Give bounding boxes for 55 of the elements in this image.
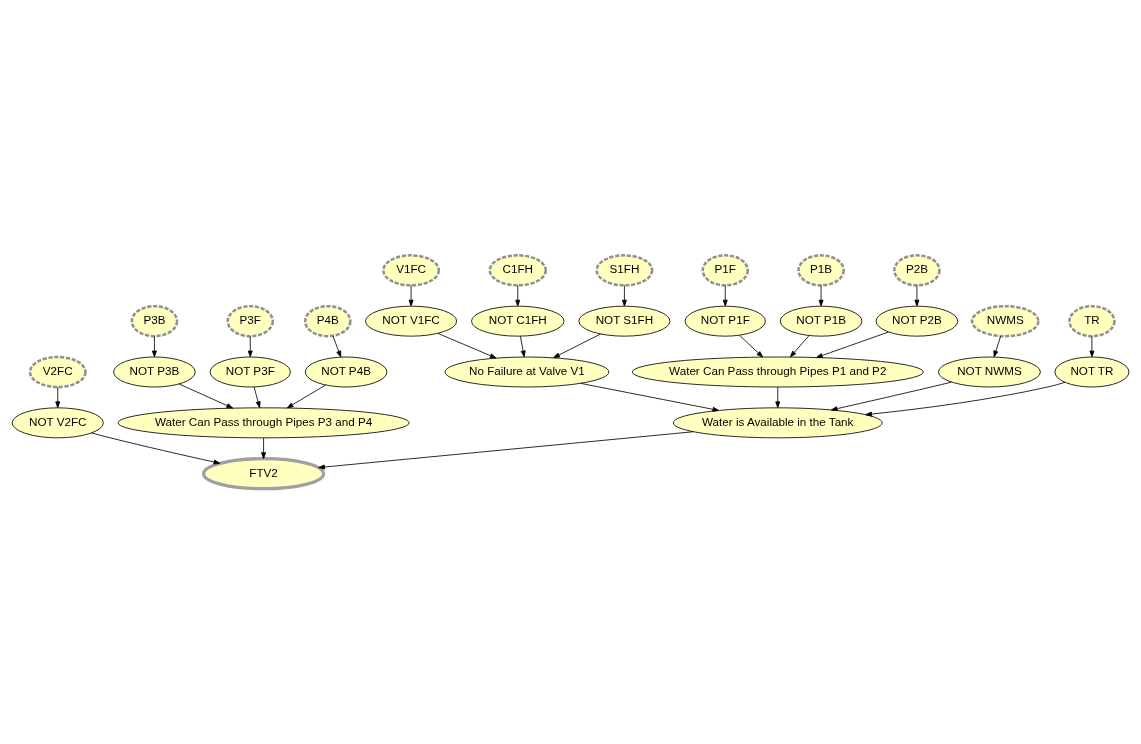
arrow (722, 284, 728, 307)
node-ellipse: NOT P3F (209, 356, 291, 388)
arrow (261, 437, 267, 459)
arrow (151, 335, 157, 358)
node-ellipse: NOT V1FC (365, 305, 458, 337)
node-ellipse: P3F (226, 304, 274, 338)
arrow (1089, 335, 1095, 358)
node-ellipse: NOT V2FC (11, 407, 104, 439)
node-ellipse: NOT P1F (684, 305, 766, 337)
arrow (775, 386, 781, 409)
node-ellipse: NOT C1FH (471, 305, 565, 337)
node-ellipse: P2B (893, 254, 941, 287)
arrow (789, 335, 810, 358)
arrow (914, 284, 920, 307)
arrow (993, 335, 1002, 358)
node-ellipse: NOT P4B (304, 356, 388, 388)
arrow (520, 335, 526, 358)
node-ellipse: NOT NWMS (938, 356, 1041, 388)
arrow (437, 333, 497, 359)
node-ellipse: P1B (797, 254, 845, 287)
node-ellipse: V2FC (28, 355, 87, 389)
node-ellipse: NOT P1B (779, 305, 863, 337)
node-ellipse: No Failure at Valve V1 (444, 356, 610, 388)
arrow (286, 384, 327, 409)
node-ellipse: Water Can Pass through Pipes P1 and P2 (631, 356, 924, 388)
node-ellipse: NOT TR (1054, 356, 1130, 388)
node-ellipse: P3B (130, 304, 179, 338)
arrow (318, 431, 694, 470)
node-ellipse: NOT S1FH (578, 305, 671, 337)
node-ellipse: Water Can Pass through Pipes P3 and P4 (117, 407, 410, 439)
node-ellipse: NWMS (970, 304, 1040, 338)
arrow (253, 386, 261, 409)
arrow (55, 386, 61, 409)
arrow (580, 382, 720, 412)
arrow (865, 381, 1066, 417)
arrow (818, 284, 824, 307)
arrow (332, 335, 342, 358)
arrow (515, 284, 521, 307)
arrow (816, 331, 889, 358)
arrow (739, 335, 764, 358)
node-ellipse: NOT P2B (875, 305, 959, 337)
arrow (553, 333, 601, 359)
arrow (830, 381, 952, 412)
node-ellipse: S1FH (595, 254, 654, 287)
node-ellipse: V1FC (382, 254, 441, 287)
arrow (621, 284, 627, 307)
node-ellipse: P4B (303, 304, 352, 338)
arrow (408, 284, 414, 307)
arrow (247, 335, 253, 358)
node-ellipse: C1FH (488, 254, 547, 287)
arrow (91, 432, 221, 465)
node-ellipse: P1F (701, 254, 749, 287)
node-ellipse: TR (1068, 304, 1116, 338)
arrow (178, 383, 234, 409)
node-ellipse: NOT P3B (113, 356, 196, 388)
